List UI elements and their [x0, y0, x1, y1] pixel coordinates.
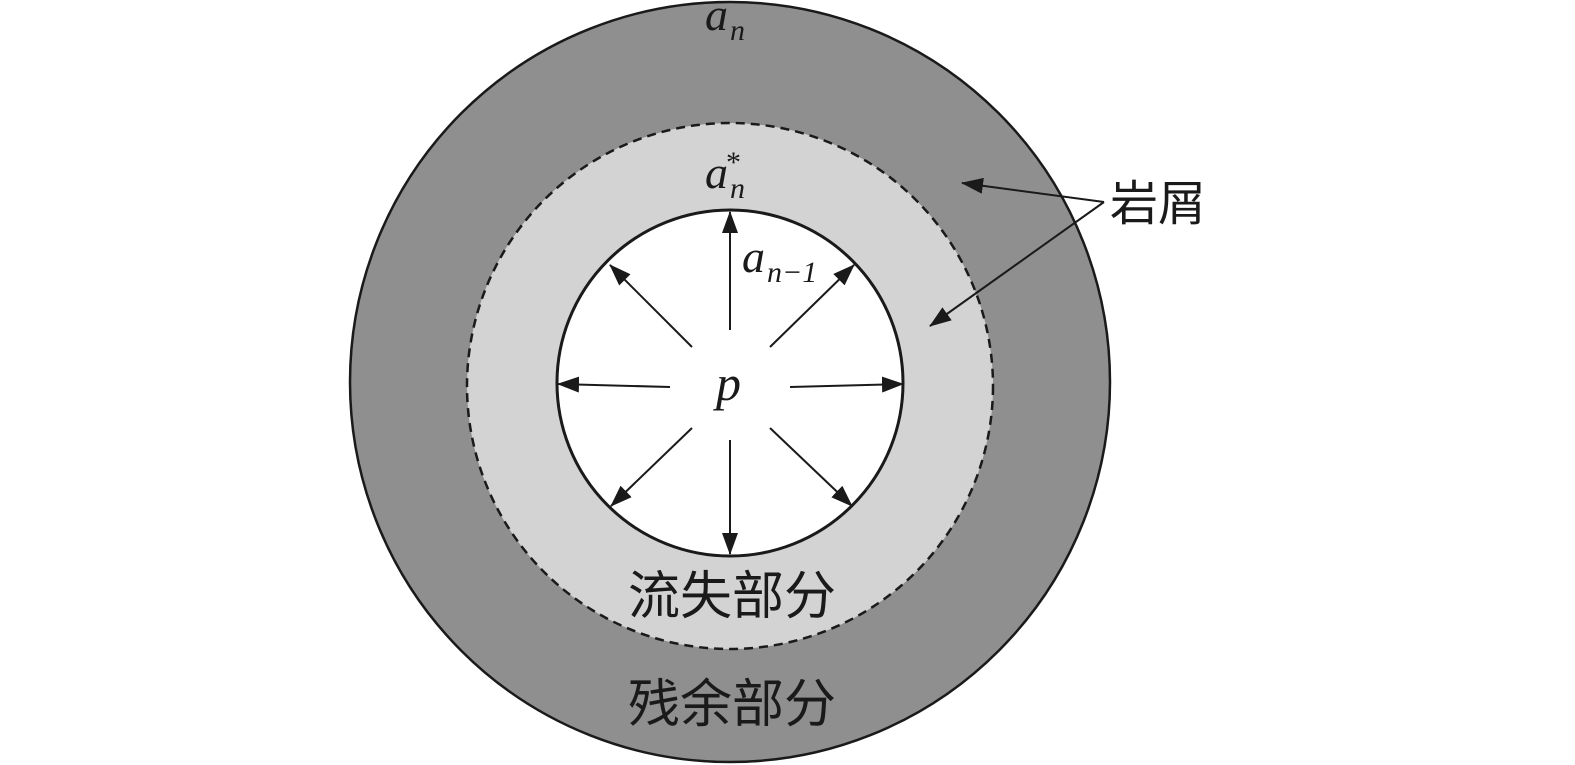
residual-part-label: 残余部分 — [628, 675, 836, 735]
lost-radius-label: an — [705, 147, 745, 205]
arrow-right — [789, 376, 904, 393]
arrow-down-right — [769, 427, 853, 507]
pressure-arrows — [557, 211, 904, 555]
inner-radius-label: an−1 — [742, 231, 817, 289]
debris-arrow-lost — [929, 201, 1105, 327]
pressure-label: p — [713, 355, 741, 411]
arrow-up-right — [769, 264, 855, 348]
arrow-left — [557, 376, 671, 393]
lost-radius-star: * — [726, 146, 741, 179]
arrow-up-left — [609, 264, 693, 348]
debris-pointers — [929, 177, 1105, 327]
debris-label: 岩屑 — [1110, 176, 1206, 232]
lost-part-label: 流失部分 — [628, 567, 836, 627]
arrow-down-left — [610, 427, 693, 507]
debris-arrow-outer — [961, 177, 1105, 203]
outer-radius-label: an — [705, 0, 745, 47]
